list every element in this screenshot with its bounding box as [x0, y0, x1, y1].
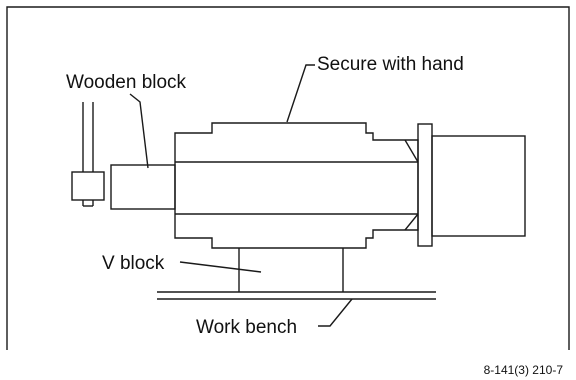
leader-wooden-block — [129, 93, 149, 169]
figure-number: 8-141(3) 210-7 — [484, 363, 564, 377]
label-v-block: V block — [102, 253, 165, 274]
label-wooden-block: Wooden block — [66, 72, 187, 93]
work-bench — [157, 291, 436, 300]
tool-rod — [71, 102, 105, 207]
v-block — [238, 248, 344, 292]
wooden-block — [110, 164, 176, 210]
shaft-assembly — [174, 122, 526, 249]
leader-secure-with-hand — [286, 64, 315, 123]
leader-v-block — [179, 261, 262, 273]
label-work-bench: Work bench — [196, 317, 297, 338]
label-secure-with-hand: Secure with hand — [317, 54, 464, 75]
diagram-frame — [6, 6, 570, 350]
leader-work-bench — [318, 298, 353, 327]
